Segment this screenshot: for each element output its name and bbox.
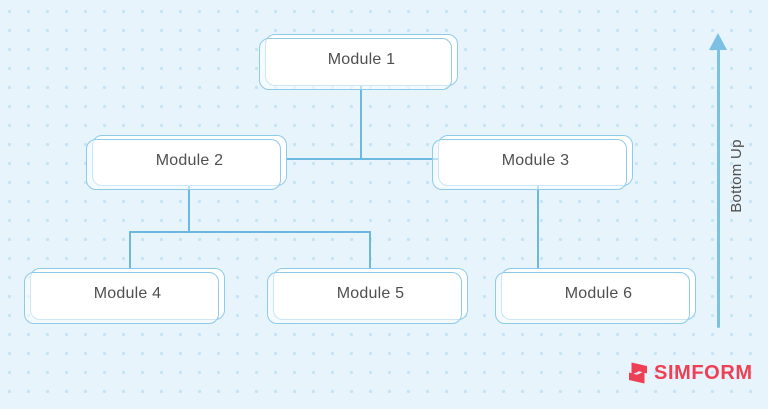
connector-module1-down [360,85,362,160]
simform-logo: SIMFORM [626,361,753,385]
module-label-6: Module 6 [564,285,633,302]
module-box-5: Module 5 [267,268,468,324]
module-box-6: Module 6 [495,268,696,324]
connector-module2-module3 [286,158,438,160]
simform-logo-text: SIMFORM [654,361,753,384]
module-label-2: Module 2 [155,151,224,169]
module-label-4: Module 4 [93,285,162,302]
module-box-4: Module 4 [24,268,225,324]
module-label-1: Module 1 [327,51,396,68]
module-box-3: Module 3 [432,135,633,190]
connector-down-module5 [369,231,371,269]
module-label-3: Module 3 [501,151,570,169]
module-box-2: Module 2 [86,135,287,190]
arrow-up-icon [709,33,727,50]
arrow-direction-label: Bottom Up [727,139,745,213]
module-label-5: Module 5 [336,285,405,302]
arrow-shaft [717,48,720,328]
connector-module4-module5 [129,231,371,233]
simform-logo-icon [629,362,647,384]
connector-module3-module6 [537,185,539,269]
module-box-1: Module 1 [259,34,458,90]
connector-down-module4 [129,231,131,269]
connector-module2-down [188,185,190,233]
